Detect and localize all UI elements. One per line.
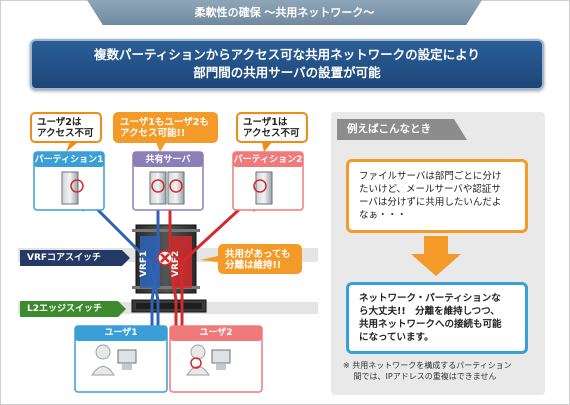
footnote-line: ※ 共用ネットワークを構成するパーティション: [343, 361, 512, 370]
user1-label: ユーザ1: [104, 328, 138, 338]
footnote-line: 間では、IPアドレスの重複はできません: [343, 372, 497, 381]
user2-label: ユーザ2: [199, 328, 233, 338]
footnote: ※ 共用ネットワークを構成するパーティション 間では、IPアドレスの重複はできま…: [343, 360, 541, 382]
example-heading-text: 例えばこんなとき: [347, 123, 431, 135]
blocked-mark: [157, 250, 173, 266]
partition2-label: パーティション2: [233, 155, 303, 165]
concern-line: なぁ・・・: [359, 210, 407, 221]
solution-line: ら大丈夫!! 分離を維持しつつ、: [359, 306, 500, 317]
concern-box: ファイルサーバは部門ごとに分け たいけど、メールサーバや認証サ ーバは分けずに共…: [346, 159, 528, 233]
callout-user2-no-access: ユーザ2は アクセス不可: [30, 112, 102, 143]
down-arrow-icon: [411, 236, 461, 276]
header-tab: 柔軟性の確保 ～共用ネットワーク～: [87, 0, 482, 25]
concern-line: ファイルサーバは部門ごとに分け: [359, 171, 502, 182]
callout-both-access: ユーザ1もユーザ2も アクセス可能!!: [113, 112, 218, 143]
callout-text: ユーザ1もユーザ2も: [120, 117, 209, 128]
callout-text: 共用があっても: [225, 249, 291, 260]
solution-line: になっています。: [359, 332, 434, 343]
shared-server-label: 共有サーバ: [145, 155, 191, 165]
l2-edge-switch-label: L2エッジスイッチ: [27, 304, 102, 314]
header-title: 柔軟性の確保 ～共用ネットワーク～: [194, 6, 375, 19]
solution-line: ネットワーク・パーティションな: [359, 293, 501, 304]
partition1-label: パーティション1: [34, 155, 104, 165]
callout-text: ユーザ1は: [243, 117, 288, 128]
headline-line-1: 複数パーティションからアクセス可な共用ネットワークの設定により: [94, 47, 480, 62]
callout-text: ユーザ2は: [37, 117, 82, 128]
server-partition2: [253, 171, 273, 205]
concern-line: たいけど、メールサーバや認証サ: [359, 184, 501, 195]
callout-text: アクセス可能!!: [120, 128, 186, 139]
headline-line-2: 部門間の共用サーバの設置が可能: [193, 65, 381, 80]
callout-user1-no-access: ユーザ1は アクセス不可: [236, 112, 308, 143]
user1-figure: [91, 344, 137, 376]
vrf2-label: VRF2: [171, 250, 181, 278]
headline-banner: 複数パーティションからアクセス可な共用ネットワークの設定により 部門間の共用サー…: [30, 39, 544, 90]
server-partition1: [61, 171, 84, 205]
vrf-core-switch-label: VRFコアスイッチ: [27, 253, 102, 263]
network-diagram: [18, 142, 318, 393]
server-shared-1: [149, 171, 167, 205]
callout-separation-maintained: 共用があっても 分離は維持!!: [218, 244, 302, 274]
example-heading: 例えばこんなとき: [337, 119, 467, 140]
vrf1-label: VRF1: [139, 250, 149, 278]
callout-text: アクセス不可: [37, 128, 94, 139]
callout-text: 分離は維持!!: [225, 260, 282, 271]
server-shared-2: [167, 171, 185, 205]
concern-line: ーバは分けずに共用したいんだよ: [359, 197, 502, 208]
solution-line: 共用ネットワークへの接続も可能: [359, 319, 502, 330]
callout-text: アクセス不可: [243, 128, 300, 139]
user2-figure: [186, 344, 231, 376]
solution-box: ネットワーク・パーティションな ら大丈夫!! 分離を維持しつつ、 共用ネットワー…: [346, 282, 528, 354]
